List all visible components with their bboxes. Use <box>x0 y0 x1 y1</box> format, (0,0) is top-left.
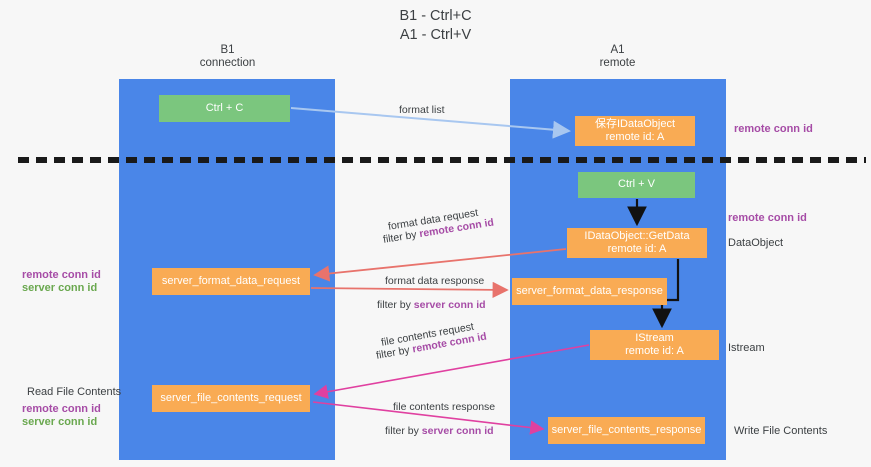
node-server-format-data-request-label: server_format_data_request <box>161 274 301 287</box>
node-ctrl-c[interactable]: Ctrl + C <box>159 95 290 122</box>
label-remote-conn-id-top: remote conn id <box>734 123 813 135</box>
diagram-title: B1 - Ctrl+C A1 - Ctrl+V <box>0 7 871 45</box>
column-heading-a1-name: A1 <box>610 44 625 56</box>
label-left-remote-conn-id-1: remote conn id <box>22 269 101 281</box>
filter-key-server-conn-id: server conn id <box>413 299 486 311</box>
node-save-idataobject-remote-id: remote id: A <box>605 131 665 143</box>
node-server-format-data-response[interactable]: server_format_data_response <box>512 278 667 305</box>
label-read-file-contents: Read File Contents <box>27 386 122 398</box>
node-idataobject-getdata-remote-id: remote id: A <box>607 243 667 255</box>
node-istream[interactable]: IStream remote id: A <box>590 330 719 360</box>
arrow-label-format-list: format list <box>399 104 445 116</box>
node-ctrl-v-label: Ctrl + V <box>618 178 655 191</box>
node-server-file-contents-request[interactable]: server_file_contents_request <box>152 385 310 412</box>
node-ctrl-c-label: Ctrl + C <box>205 101 244 114</box>
filter-prefix: filter by <box>377 299 414 311</box>
column-heading-b1-sub: connection <box>199 57 256 69</box>
node-idataobject-getdata[interactable]: IDataObject::GetData remote id: A <box>567 228 707 258</box>
title-line-1: B1 - Ctrl+C <box>399 8 472 24</box>
label-remote-conn-id-mid: remote conn id <box>728 212 807 224</box>
title-line-2: A1 - Ctrl+V <box>399 27 472 43</box>
node-server-file-contents-response[interactable]: server_file_contents_response <box>548 417 705 444</box>
node-server-file-contents-response-label: server_file_contents_response <box>551 423 702 436</box>
arrow-label-file-contents-response: file contents response <box>393 401 496 413</box>
label-dataobject: DataObject <box>728 237 784 249</box>
column-heading-a1: A1 remote <box>540 44 695 70</box>
column-heading-b1: B1 connection <box>150 44 305 70</box>
column-heading-a1-sub: remote <box>599 57 636 69</box>
arrow-label-file-contents-response-filter: filter by server conn id <box>385 424 494 438</box>
label-left-remote-conn-id-2: remote conn id <box>22 403 101 415</box>
label-write-file-contents: Write File Contents <box>734 425 828 437</box>
node-ctrl-v[interactable]: Ctrl + V <box>578 172 695 198</box>
node-idataobject-getdata-title: IDataObject::GetData <box>584 229 690 242</box>
filter-key-server-conn-id: server conn id <box>421 425 494 437</box>
node-istream-title: IStream <box>635 331 674 344</box>
node-server-format-data-response-label: server_format_data_response <box>516 284 663 297</box>
node-save-idataobject[interactable]: 保存IDataObject remote id: A <box>575 116 695 146</box>
node-save-idataobject-title: 保存IDataObject <box>594 117 676 130</box>
label-left-server-conn-id-2: server conn id <box>22 416 98 428</box>
node-server-format-data-request[interactable]: server_format_data_request <box>152 268 310 295</box>
node-server-file-contents-request-label: server_file_contents_request <box>160 391 302 404</box>
filter-prefix: filter by <box>385 425 422 437</box>
label-istream: Istream <box>728 342 765 354</box>
arrow-label-format-data-response: format data response <box>385 275 485 287</box>
node-istream-remote-id: remote id: A <box>625 345 684 357</box>
column-heading-b1-name: B1 <box>220 44 235 56</box>
arrow-label-format-data-response-filter: filter by server conn id <box>377 298 486 312</box>
label-left-server-conn-id-1: server conn id <box>22 282 98 294</box>
